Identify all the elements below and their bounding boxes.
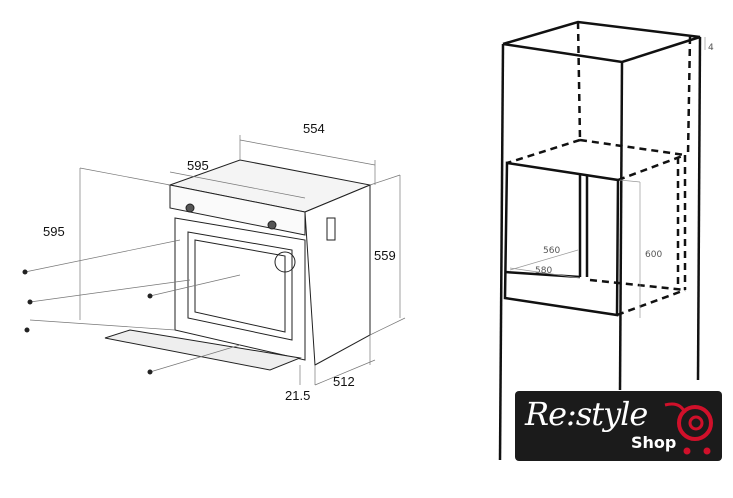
dim-inner-depth: 560: [543, 246, 560, 256]
restyle-shop-logo: Re:style Shop: [515, 391, 722, 461]
dim-height: 595: [43, 224, 65, 239]
dim-inner-width: 580: [535, 266, 552, 276]
oven-diagram: [22, 135, 406, 386]
cart-at-icon: [664, 402, 713, 455]
dim-niche-height: 600: [645, 250, 662, 260]
dim-depth-top: 554: [303, 121, 325, 136]
logo-sub: Shop: [631, 433, 677, 452]
dim-gap-top: 4: [708, 43, 714, 53]
dim-body-height: 559: [374, 248, 396, 263]
dim-body-depth: 512: [333, 374, 355, 389]
logo-brand: Re:style: [525, 395, 648, 433]
cabinet-diagram: [498, 20, 706, 461]
dim-width: 595: [187, 158, 209, 173]
dim-front-thickness: 21.5: [285, 388, 310, 403]
